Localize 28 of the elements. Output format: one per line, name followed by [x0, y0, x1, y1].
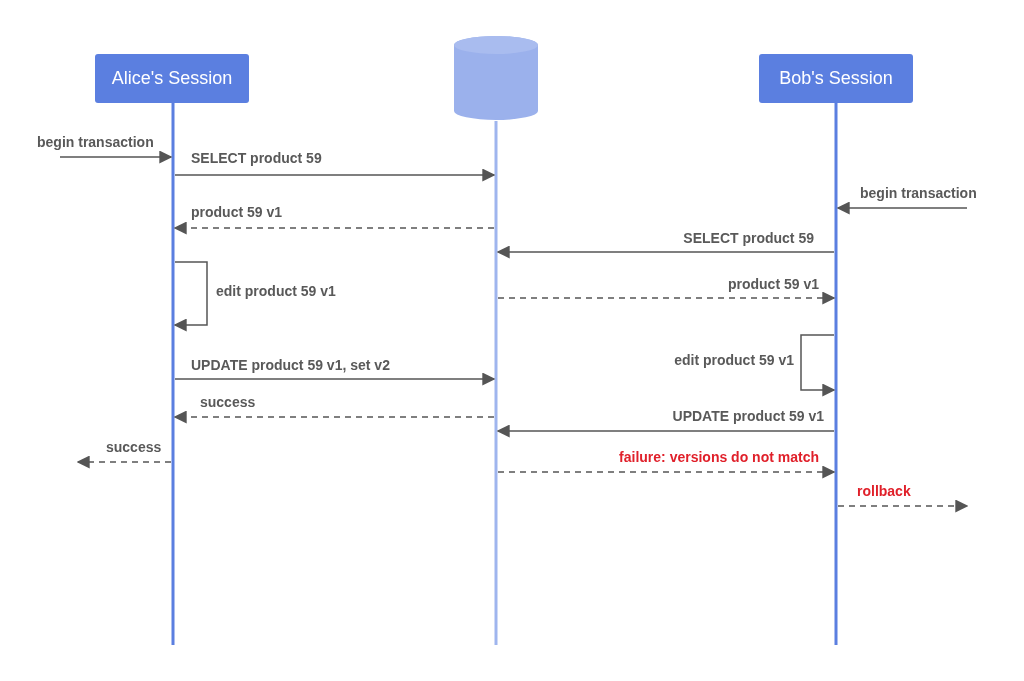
self-message-arrow — [173, 261, 208, 332]
message-arrow — [837, 499, 969, 513]
message-label: begin transaction — [35, 134, 156, 150]
message-arrow — [76, 455, 172, 469]
message-arrow — [173, 221, 495, 235]
message-label: begin transaction — [858, 185, 979, 201]
message-label: rollback — [855, 483, 913, 499]
self-message-arrow — [800, 334, 836, 397]
participant-box: Alice's Session — [95, 54, 249, 103]
message-label: failure: versions do not match — [617, 449, 821, 465]
message-arrow — [496, 424, 835, 438]
message-label: edit product 59 v1 — [214, 283, 338, 299]
message-arrow — [497, 291, 836, 305]
message-arrow — [836, 201, 968, 215]
message-arrow — [173, 410, 495, 424]
message-label: product 59 v1 — [189, 204, 285, 220]
message-label: edit product 59 v1 — [672, 352, 796, 368]
message-arrow — [59, 150, 173, 164]
message-label: UPDATE product 59 v1 — [670, 408, 826, 424]
message-arrow — [174, 168, 496, 182]
message-label: UPDATE product 59 v1, set v2 — [189, 357, 392, 373]
participant-box: Bob's Session — [759, 54, 913, 103]
message-arrow — [497, 465, 836, 479]
message-label: SELECT product 59 — [681, 230, 816, 246]
message-label: product 59 v1 — [725, 276, 821, 292]
message-arrow — [496, 245, 835, 259]
message-arrow — [174, 372, 496, 386]
message-label: SELECT product 59 — [189, 150, 324, 166]
